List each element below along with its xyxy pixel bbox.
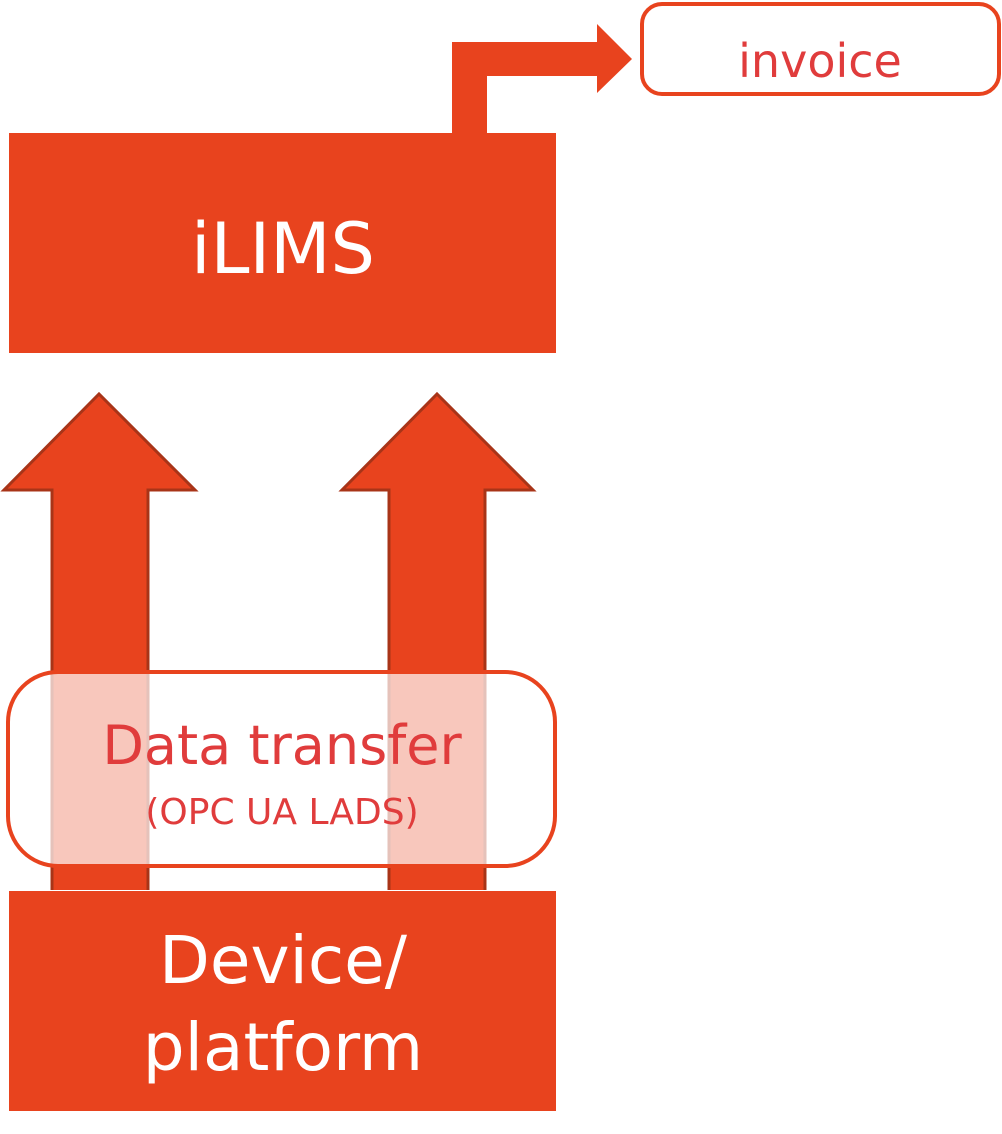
invoice-label: invoice xyxy=(738,34,902,88)
data-transfer-node: Data transfer (OPC UA LADS) xyxy=(6,670,557,868)
invoice-box xyxy=(640,2,1001,96)
invoice-arrow xyxy=(452,24,632,133)
ilims-box xyxy=(9,133,556,353)
ilims-node: iLIMS xyxy=(9,133,556,353)
device-label-line2: platform xyxy=(143,1009,423,1086)
invoice-node: invoice xyxy=(640,2,1001,96)
data-transfer-protocol: (OPC UA LADS) xyxy=(145,792,418,833)
ilims-label: iLIMS xyxy=(191,208,375,290)
data-transfer-box xyxy=(6,670,557,868)
device-box xyxy=(9,891,556,1111)
data-transfer-label: Data transfer xyxy=(102,714,462,777)
device-label-line1: Device/ xyxy=(159,922,408,999)
device-node: Device/ platform xyxy=(9,891,556,1111)
